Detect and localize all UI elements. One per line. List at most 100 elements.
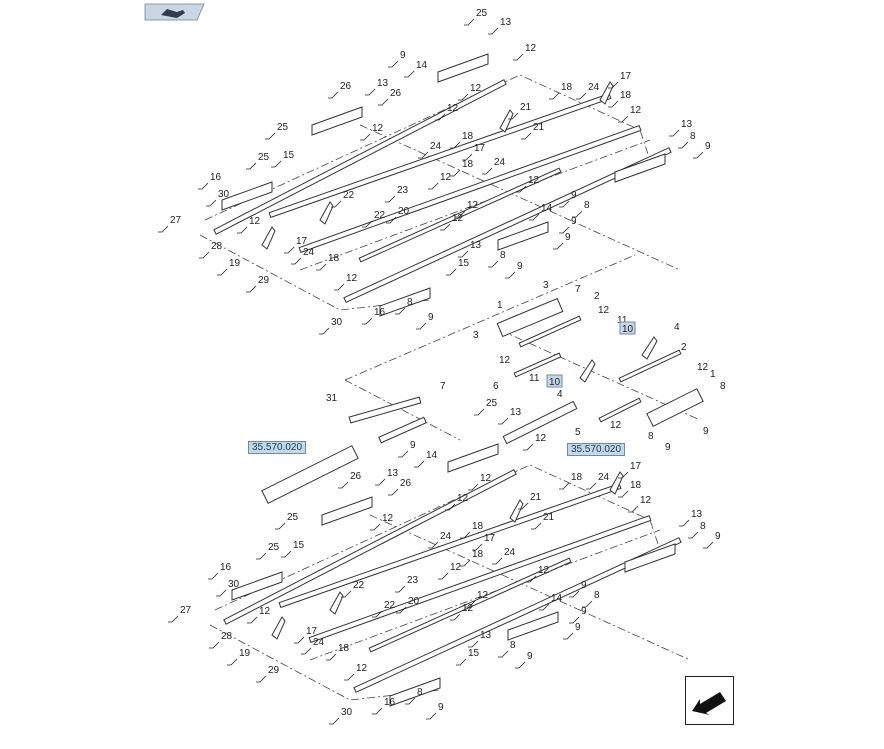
rail-15b <box>353 537 682 693</box>
reference-link-2[interactable]: 35.570.020 <box>567 443 626 456</box>
leader-line <box>378 98 389 106</box>
callout-label: 24 <box>588 82 600 93</box>
leader-line <box>208 572 219 580</box>
callout-label: 1 <box>497 300 503 311</box>
callout-label: 4 <box>674 322 680 333</box>
callout-label: 26 <box>340 81 352 92</box>
leader-line <box>445 503 456 511</box>
plate-13 <box>447 443 499 473</box>
leader-line <box>526 575 537 583</box>
callout-label: 8 <box>594 590 600 601</box>
shank-17 <box>329 591 344 615</box>
leader-line <box>458 250 469 258</box>
leader-line <box>360 133 371 141</box>
leader-line <box>492 557 503 565</box>
callout-label: 12 <box>452 213 464 224</box>
callout-label: 18 <box>630 480 642 491</box>
callout-label: 12 <box>440 172 452 183</box>
callout-label: 9 <box>438 702 444 713</box>
rail-15 <box>223 469 517 625</box>
callout-label: 12 <box>538 565 550 576</box>
leader-line <box>388 488 399 496</box>
callout-label: 29 <box>258 275 270 286</box>
reference-link-1[interactable]: 35.570.020 <box>248 441 307 454</box>
callout-label: 9 <box>428 312 434 323</box>
plate-16 <box>231 571 283 601</box>
callout-label: 18 <box>328 253 340 264</box>
leader-line <box>559 200 570 208</box>
callout-label: 10 <box>622 324 634 335</box>
callout-label: 9 <box>410 440 416 451</box>
rail-21 <box>298 125 642 253</box>
leader-line <box>523 443 534 451</box>
rail-22b <box>368 557 572 653</box>
shank-17 <box>499 109 514 133</box>
leader-line <box>572 210 583 218</box>
leader-line <box>539 603 550 611</box>
plate-13 <box>624 543 676 573</box>
leader-line <box>679 519 690 527</box>
leader-line <box>628 505 639 513</box>
leader-line <box>472 543 483 551</box>
dash-line <box>369 514 691 661</box>
dash-line <box>309 529 661 661</box>
callout-label: 30 <box>341 707 353 718</box>
leader-line <box>372 610 383 618</box>
callout-label: 13 <box>377 78 389 89</box>
callout-label: 7 <box>440 381 446 392</box>
dash-line <box>214 464 661 611</box>
leader-line <box>217 268 228 276</box>
callout-label: 12 <box>640 495 652 506</box>
leader-line <box>669 129 680 137</box>
callout-label: 15 <box>458 258 470 269</box>
leader-line <box>271 160 282 168</box>
leader-line <box>468 483 479 491</box>
back-navigation-button[interactable] <box>685 676 734 725</box>
leader-line <box>418 151 429 159</box>
callout-label: 24 <box>494 157 506 168</box>
leader-line <box>516 185 527 193</box>
callout-label: 12 <box>457 493 469 504</box>
callout-label: 19 <box>239 648 251 659</box>
leader-line <box>316 263 327 271</box>
leader-line <box>275 522 286 530</box>
callout-label: 12 <box>346 273 358 284</box>
callout-label: 12 <box>467 200 479 211</box>
callout-label: 6 <box>493 381 499 392</box>
callout-label: 8 <box>700 521 706 532</box>
leader-line <box>199 251 210 259</box>
plate-13 <box>507 611 559 641</box>
callout-label: 8 <box>510 640 516 651</box>
leader-line <box>388 60 399 68</box>
callout-label: 8 <box>648 431 654 442</box>
leader-line <box>206 199 217 207</box>
plate-13 <box>321 496 373 526</box>
plate-16 <box>221 181 273 211</box>
callout-label: 9 <box>715 531 721 542</box>
callout-label: 24 <box>313 637 325 648</box>
reference-highlight <box>546 374 563 388</box>
leader-line <box>468 640 479 648</box>
dash-line <box>344 254 636 381</box>
leader-line <box>370 523 381 531</box>
callout-label: 30 <box>228 579 240 590</box>
callout-label: 15 <box>468 648 480 659</box>
callout-label: 17 <box>620 71 632 82</box>
callout-label: 13 <box>387 468 399 479</box>
callout-label: 13 <box>470 240 482 251</box>
top-nav-icon-button[interactable] <box>143 3 205 21</box>
callout-label: 14 <box>426 450 438 461</box>
leader-line <box>553 242 564 250</box>
shank-4 <box>641 336 658 360</box>
leader-line <box>338 481 349 489</box>
callout-label: 8 <box>407 297 413 308</box>
leader-line <box>334 283 345 291</box>
callout-label: 18 <box>472 521 484 532</box>
callout-label: 24 <box>303 247 315 258</box>
leader-line <box>569 590 580 598</box>
plate-13 <box>614 153 666 183</box>
callout-label: 13 <box>681 119 693 130</box>
shank-17 <box>609 471 624 495</box>
callout-label: 12 <box>535 433 547 444</box>
callout-label: 15 <box>283 150 295 161</box>
